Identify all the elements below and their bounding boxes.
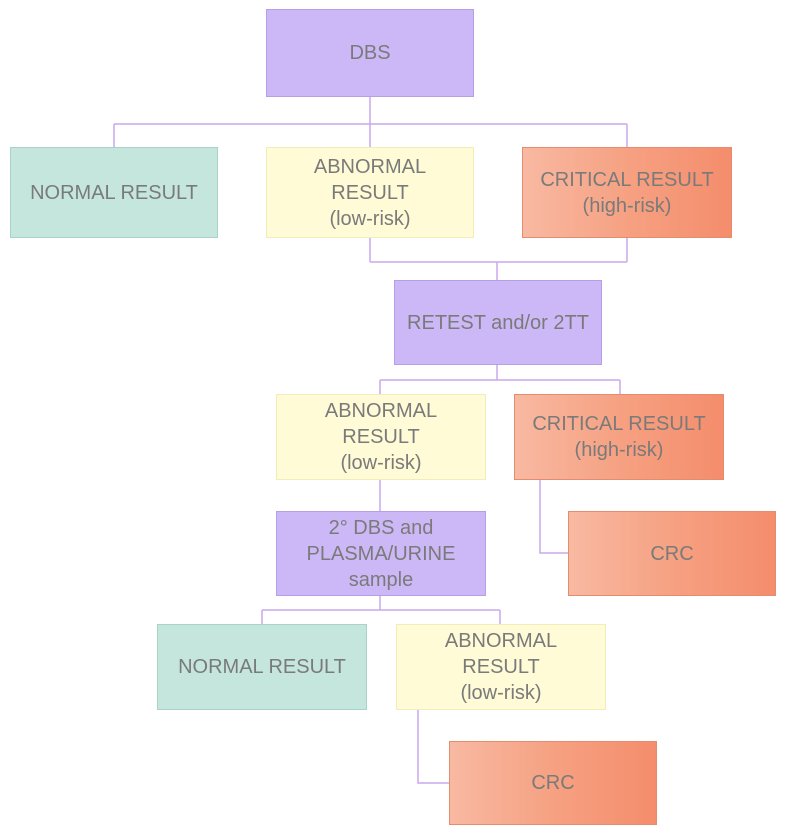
- node-critical-result-2: CRITICAL RESULT (high-risk): [514, 394, 724, 480]
- node-crc-2: CRC: [449, 741, 657, 825]
- node-second-dbs: 2° DBS and PLASMA/URINE sample: [276, 511, 486, 596]
- node-critical-result-1: CRITICAL RESULT (high-risk): [522, 147, 732, 238]
- node-abnormal-result-3: ABNORMAL RESULT (low-risk): [396, 624, 606, 710]
- node-normal-result-1: NORMAL RESULT: [10, 147, 218, 238]
- node-crc-1: CRC: [568, 511, 776, 596]
- node-abnormal-result-1: ABNORMAL RESULT (low-risk): [266, 147, 474, 238]
- node-normal-result-2: NORMAL RESULT: [157, 624, 367, 710]
- node-abnormal-result-2: ABNORMAL RESULT (low-risk): [276, 394, 486, 480]
- connector-critical-2-to-crc: [539, 480, 568, 554]
- node-dbs: DBS: [266, 9, 474, 97]
- node-retest: RETEST and/or 2TT: [394, 280, 602, 365]
- connector-abnormal-3-to-crc: [417, 710, 449, 784]
